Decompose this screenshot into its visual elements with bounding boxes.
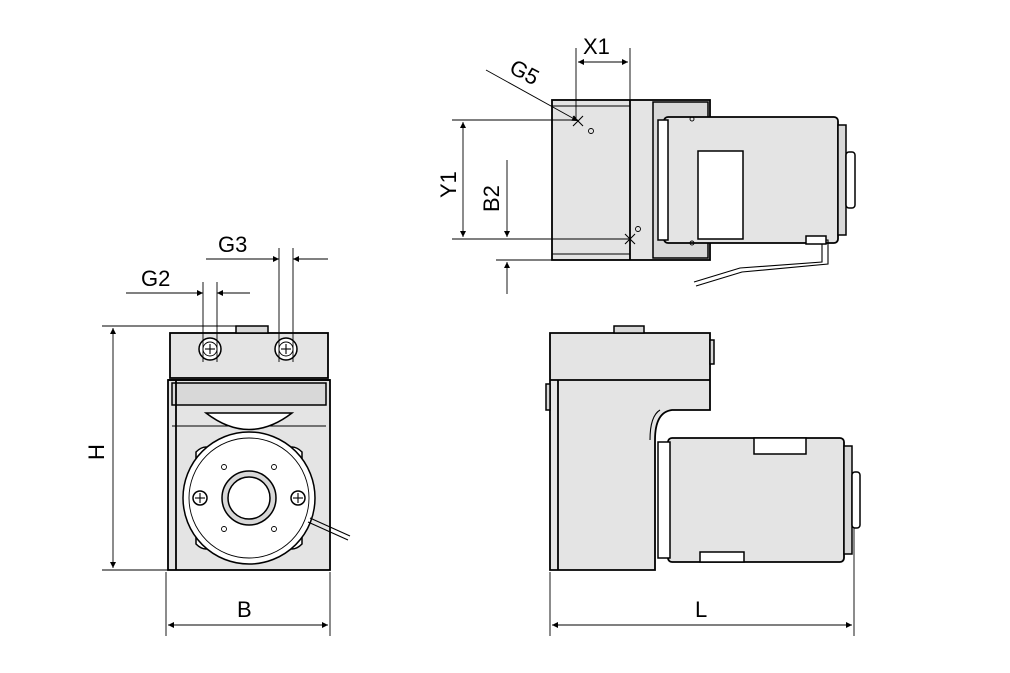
side-motor-connector [851, 471, 861, 529]
label-x1: X1 [583, 34, 610, 59]
g3-mounting-screw [274, 337, 298, 361]
side-motor-top-cover [753, 437, 807, 455]
flange-screw-left [192, 490, 208, 506]
side-view [545, 325, 861, 571]
label-y1: Y1 [436, 171, 461, 198]
dimension-l: L [549, 528, 855, 636]
label-b: B [237, 597, 252, 622]
dimension-g2: G2 [126, 266, 250, 362]
top-motor-label-plate [697, 150, 744, 240]
dimension-g3: G3 [206, 232, 328, 362]
dimension-h: H [84, 325, 236, 571]
side-main-body [549, 332, 711, 571]
dimension-x1: X1 [575, 34, 631, 240]
top-cable [693, 239, 829, 287]
top-view [551, 99, 856, 287]
label-h: H [84, 444, 109, 460]
label-b2: B2 [479, 185, 504, 212]
top-motor-endcap [837, 124, 847, 236]
label-l: L [695, 597, 707, 622]
front-view [167, 325, 351, 571]
top-motor-body [663, 116, 839, 244]
dimension-b: B [165, 572, 331, 636]
dimension-b2: B2 [479, 160, 552, 294]
side-left-tab [545, 383, 551, 411]
front-top-plate [169, 332, 329, 379]
side-motor-collar [657, 441, 671, 559]
top-motor-collar [657, 119, 669, 241]
label-g3: G3 [218, 232, 247, 257]
front-guide-band [171, 382, 327, 406]
side-motor-bottom-cover [699, 551, 745, 563]
label-g2: G2 [141, 266, 170, 291]
front-bore [227, 476, 271, 520]
top-cable-gland [805, 235, 827, 245]
front-top-tab [235, 325, 269, 334]
side-top-tab [613, 325, 645, 334]
side-right-tab [709, 339, 715, 365]
flange-screw-right [290, 490, 306, 506]
label-g5: G5 [506, 54, 544, 90]
top-motor-connector [845, 151, 856, 209]
front-flange-inner [188, 437, 310, 559]
front-half-moon [203, 412, 295, 431]
side-motor-body [667, 437, 845, 563]
front-cable [307, 517, 351, 541]
g2-mounting-screw [198, 337, 222, 361]
dimension-y1: Y1 [436, 119, 630, 240]
side-motor-endcap [843, 445, 853, 555]
